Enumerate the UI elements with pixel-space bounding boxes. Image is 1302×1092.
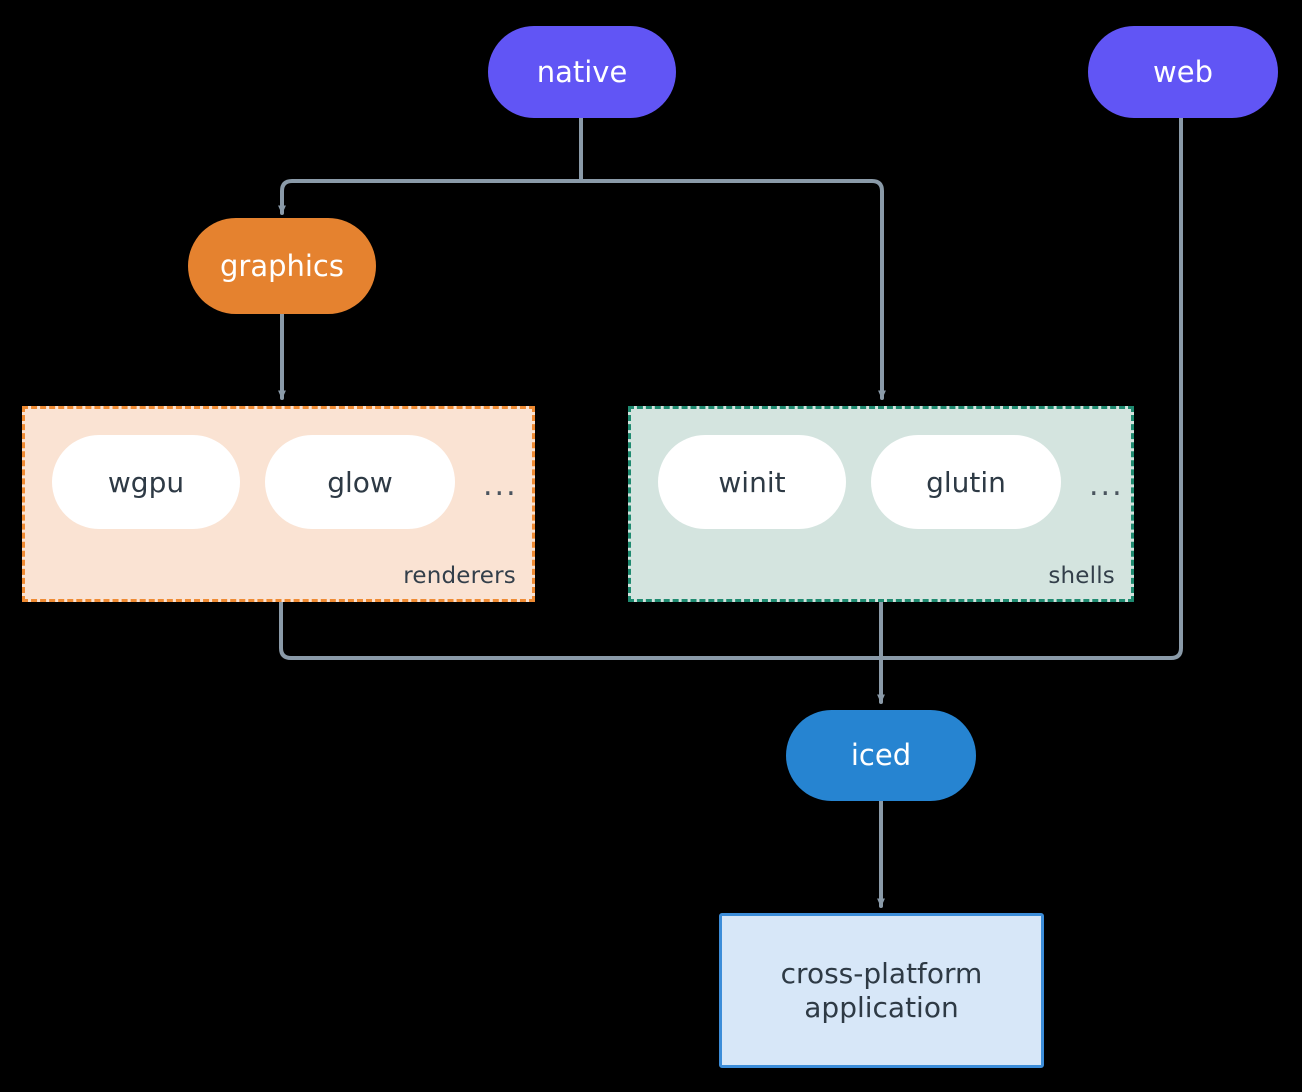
- node-web-label: web: [1153, 54, 1213, 89]
- group-shells: winit glutin ... shells: [628, 406, 1134, 602]
- group-renderers: wgpu glow ... renderers: [22, 406, 535, 602]
- node-application[interactable]: cross-platform application: [719, 913, 1044, 1068]
- group-renderers-title: renderers: [403, 563, 516, 589]
- group-renderers-ellipsis: ...: [483, 468, 518, 503]
- group-renderers-item-glow-label: glow: [327, 465, 393, 499]
- node-graphics[interactable]: graphics: [188, 218, 376, 314]
- edge-native-to-shells: [579, 179, 886, 400]
- group-shells-item-winit[interactable]: winit: [658, 435, 846, 529]
- node-iced[interactable]: iced: [786, 710, 976, 801]
- node-graphics-label: graphics: [219, 248, 344, 283]
- node-native[interactable]: native: [488, 26, 676, 118]
- group-shells-title: shells: [1048, 563, 1115, 589]
- edge-renderers-to-iced: [279, 600, 883, 660]
- group-shells-item-winit-label: winit: [718, 465, 786, 499]
- group-renderers-item-wgpu-label: wgpu: [107, 465, 185, 499]
- group-renderers-item-glow[interactable]: glow: [265, 435, 455, 529]
- node-web[interactable]: web: [1088, 26, 1278, 118]
- group-renderers-item-wgpu[interactable]: wgpu: [52, 435, 240, 529]
- node-application-label: cross-platform application: [780, 957, 983, 1024]
- group-shells-item-glutin[interactable]: glutin: [871, 435, 1061, 529]
- group-shells-item-glutin-label: glutin: [926, 465, 1006, 499]
- edge-native-to-graphics: [278, 179, 583, 215]
- group-shells-ellipsis: ...: [1089, 468, 1124, 503]
- node-iced-label: iced: [850, 738, 912, 773]
- node-native-label: native: [536, 54, 628, 89]
